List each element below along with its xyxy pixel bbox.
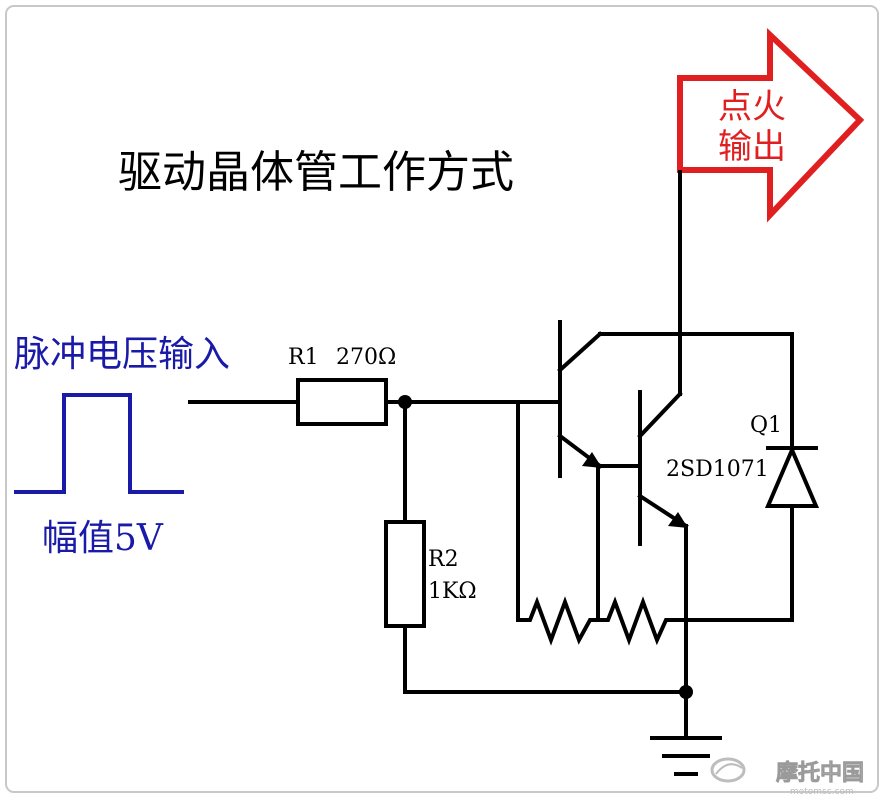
ground-icon <box>650 736 722 776</box>
ignition-output-label-line1: 点火 <box>718 87 786 127</box>
q-b-collector <box>637 391 683 439</box>
q1-name: Q1 <box>750 413 782 438</box>
pulse-input-label: 脉冲电压输入 <box>14 334 230 375</box>
resistor-r2 <box>384 520 426 628</box>
r1-name: R1 <box>288 345 319 370</box>
pulse-waveform <box>14 393 184 494</box>
diagram-title: 驱动晶体管工作方式 <box>118 147 514 198</box>
watermark-url: motomsc.com <box>790 787 854 797</box>
r1-value: 270Ω <box>336 345 396 370</box>
bias-resistor-2 <box>596 596 688 646</box>
darlington-transistor <box>557 170 794 694</box>
pulse-amplitude-label: 幅值5V <box>42 518 164 559</box>
q-b-emitter-arrow-icon <box>668 512 688 528</box>
diagram-frame <box>5 5 879 793</box>
r2-name: R2 <box>428 547 459 572</box>
watermark-logo <box>710 757 746 783</box>
ignition-output-arrow <box>677 28 865 223</box>
ignition-output-label-line2: 输出 <box>718 127 786 167</box>
bias-resistor-1 <box>516 596 600 646</box>
q1-part-number: 2SD1071 <box>666 457 769 482</box>
resistor-r1 <box>296 378 388 426</box>
q-a-collector <box>557 331 603 373</box>
watermark-brand: 摩托中国 <box>776 760 864 786</box>
r2-value: 1KΩ <box>428 579 477 604</box>
